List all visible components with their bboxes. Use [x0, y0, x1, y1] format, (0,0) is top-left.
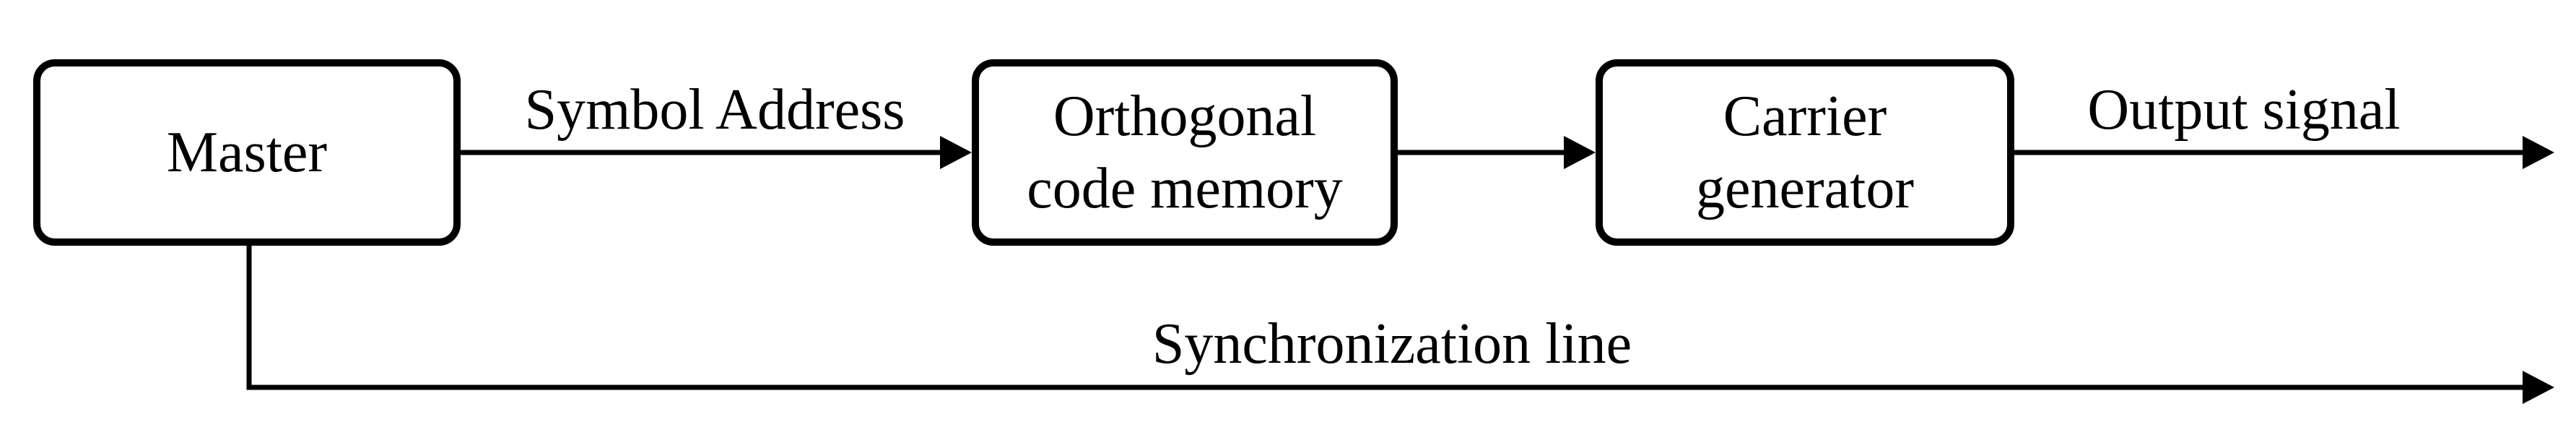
output-signal-label: Output signal [2087, 78, 2401, 142]
block-orthogonal-label-line1: Orthogonal [1053, 85, 1317, 148]
block-master: Master [33, 59, 461, 246]
synchronization-line-path [246, 243, 2523, 390]
memory-to-carrier-arrowhead-icon [1564, 136, 1596, 169]
block-carrier-label-line1: Carrier [1723, 85, 1887, 148]
synchronization-arrowhead-icon [2523, 371, 2554, 404]
output-signal-arrowhead-icon [2523, 136, 2554, 169]
block-orthogonal-code-memory: Orthogonal code memory [972, 59, 1398, 246]
symbol-address-label: Symbol Address [524, 78, 905, 142]
symbol-address-arrowhead-icon [940, 136, 972, 169]
block-master-label: Master [166, 121, 328, 184]
synchronization-line-label: Synchronization line [1152, 312, 1632, 376]
block-carrier-generator: Carrier generator [1596, 59, 2014, 246]
block-carrier-label-line2: generator [1695, 157, 1915, 220]
block-orthogonal-label-line2: code memory [1027, 157, 1343, 220]
